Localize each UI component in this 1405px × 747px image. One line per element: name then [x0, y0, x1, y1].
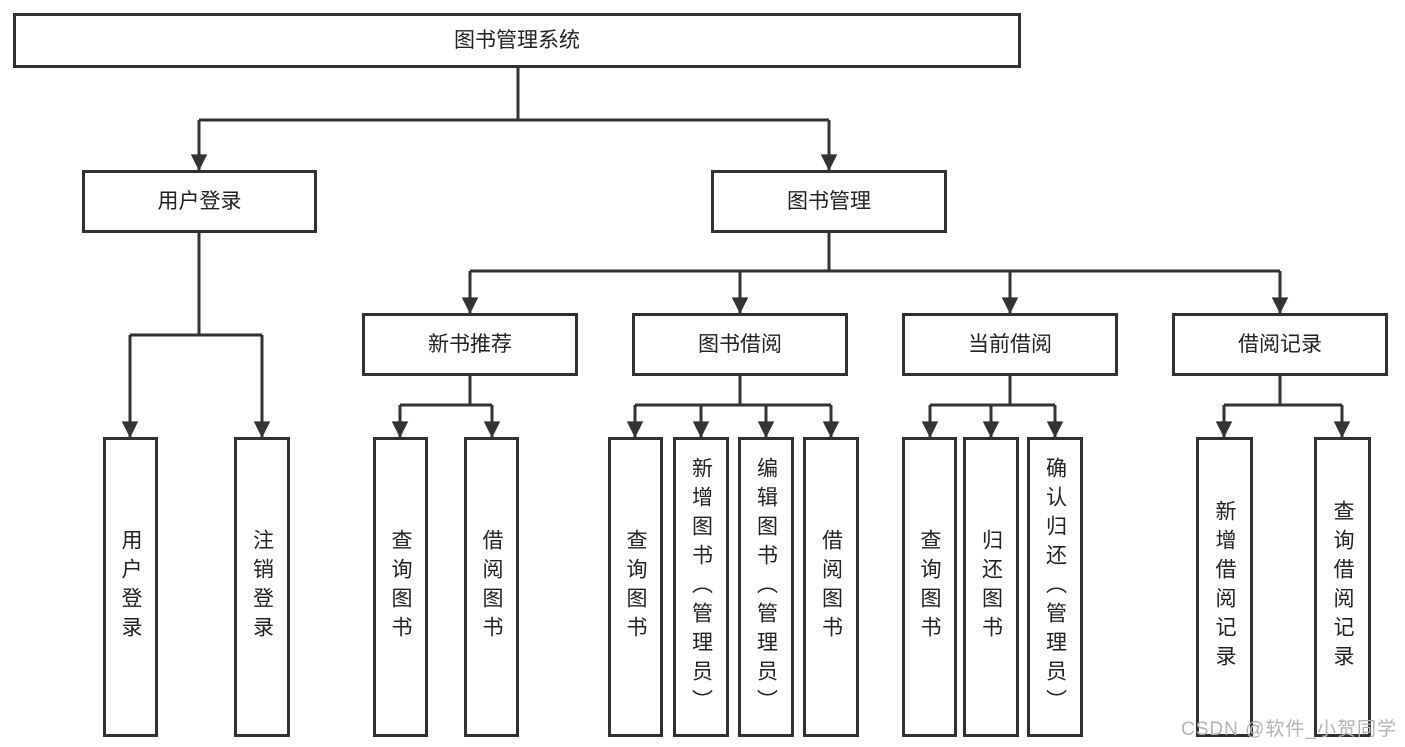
leaf-add-books-admin: 新增图书（管理员）: [673, 437, 729, 737]
node-label: 查询图书: [624, 529, 647, 645]
node-label: 编辑图书（管理员）: [754, 456, 778, 718]
leaf-query-books-current: 查询图书: [902, 437, 957, 737]
node-label: 借阅图书: [480, 529, 503, 645]
node-label: 新增借阅记录: [1213, 500, 1236, 674]
node-label: 查询图书: [389, 529, 412, 645]
node-label: 用户登录: [157, 190, 242, 213]
node-label: 图书管理系统: [454, 29, 580, 52]
leaf-borrow-books-borrowing: 借阅图书: [803, 437, 859, 737]
leaf-query-books-recommend: 查询图书: [373, 437, 428, 737]
node-label: 新增图书（管理员）: [689, 456, 713, 718]
node-label: 归还图书: [979, 529, 1003, 645]
node-borrowing-records: 借阅记录: [1172, 313, 1388, 376]
node-book-management: 图书管理: [711, 170, 947, 233]
node-current-borrowing: 当前借阅: [902, 313, 1118, 376]
node-label: 借阅图书: [819, 529, 843, 645]
node-label: 新书推荐: [428, 333, 512, 356]
node-label: 当前借阅: [968, 333, 1052, 356]
node-label: 查询借阅记录: [1331, 500, 1354, 674]
leaf-edit-books-admin: 编辑图书（管理员）: [738, 437, 794, 737]
node-label: 图书借阅: [698, 333, 782, 356]
node-user-login: 用户登录: [82, 170, 317, 233]
leaf-user-login: 用户登录: [103, 437, 158, 737]
leaf-return-books: 归还图书: [963, 437, 1019, 737]
node-book-borrowing: 图书借阅: [632, 313, 848, 376]
node-label: 用户登录: [119, 529, 142, 645]
node-label: 图书管理: [787, 190, 871, 213]
leaf-confirm-return-admin: 确认归还（管理员）: [1027, 437, 1083, 737]
node-book-management-system: 图书管理系统: [13, 13, 1021, 68]
node-label: 注销登录: [250, 529, 274, 645]
node-label: 确认归还（管理员）: [1043, 456, 1067, 718]
leaf-borrow-books-recommend: 借阅图书: [464, 437, 519, 737]
leaf-query-borrowing-record: 查询借阅记录: [1314, 437, 1371, 737]
node-label: 借阅记录: [1238, 333, 1322, 356]
leaf-query-books-borrowing: 查询图书: [608, 437, 663, 737]
node-label: 查询图书: [918, 529, 941, 645]
leaf-add-borrowing-record: 新增借阅记录: [1196, 437, 1253, 737]
leaf-logout-login: 注销登录: [234, 437, 290, 737]
node-new-book-recommendation: 新书推荐: [362, 313, 578, 376]
csdn-watermark: CSDN @软件_小贺同学: [1181, 719, 1397, 740]
